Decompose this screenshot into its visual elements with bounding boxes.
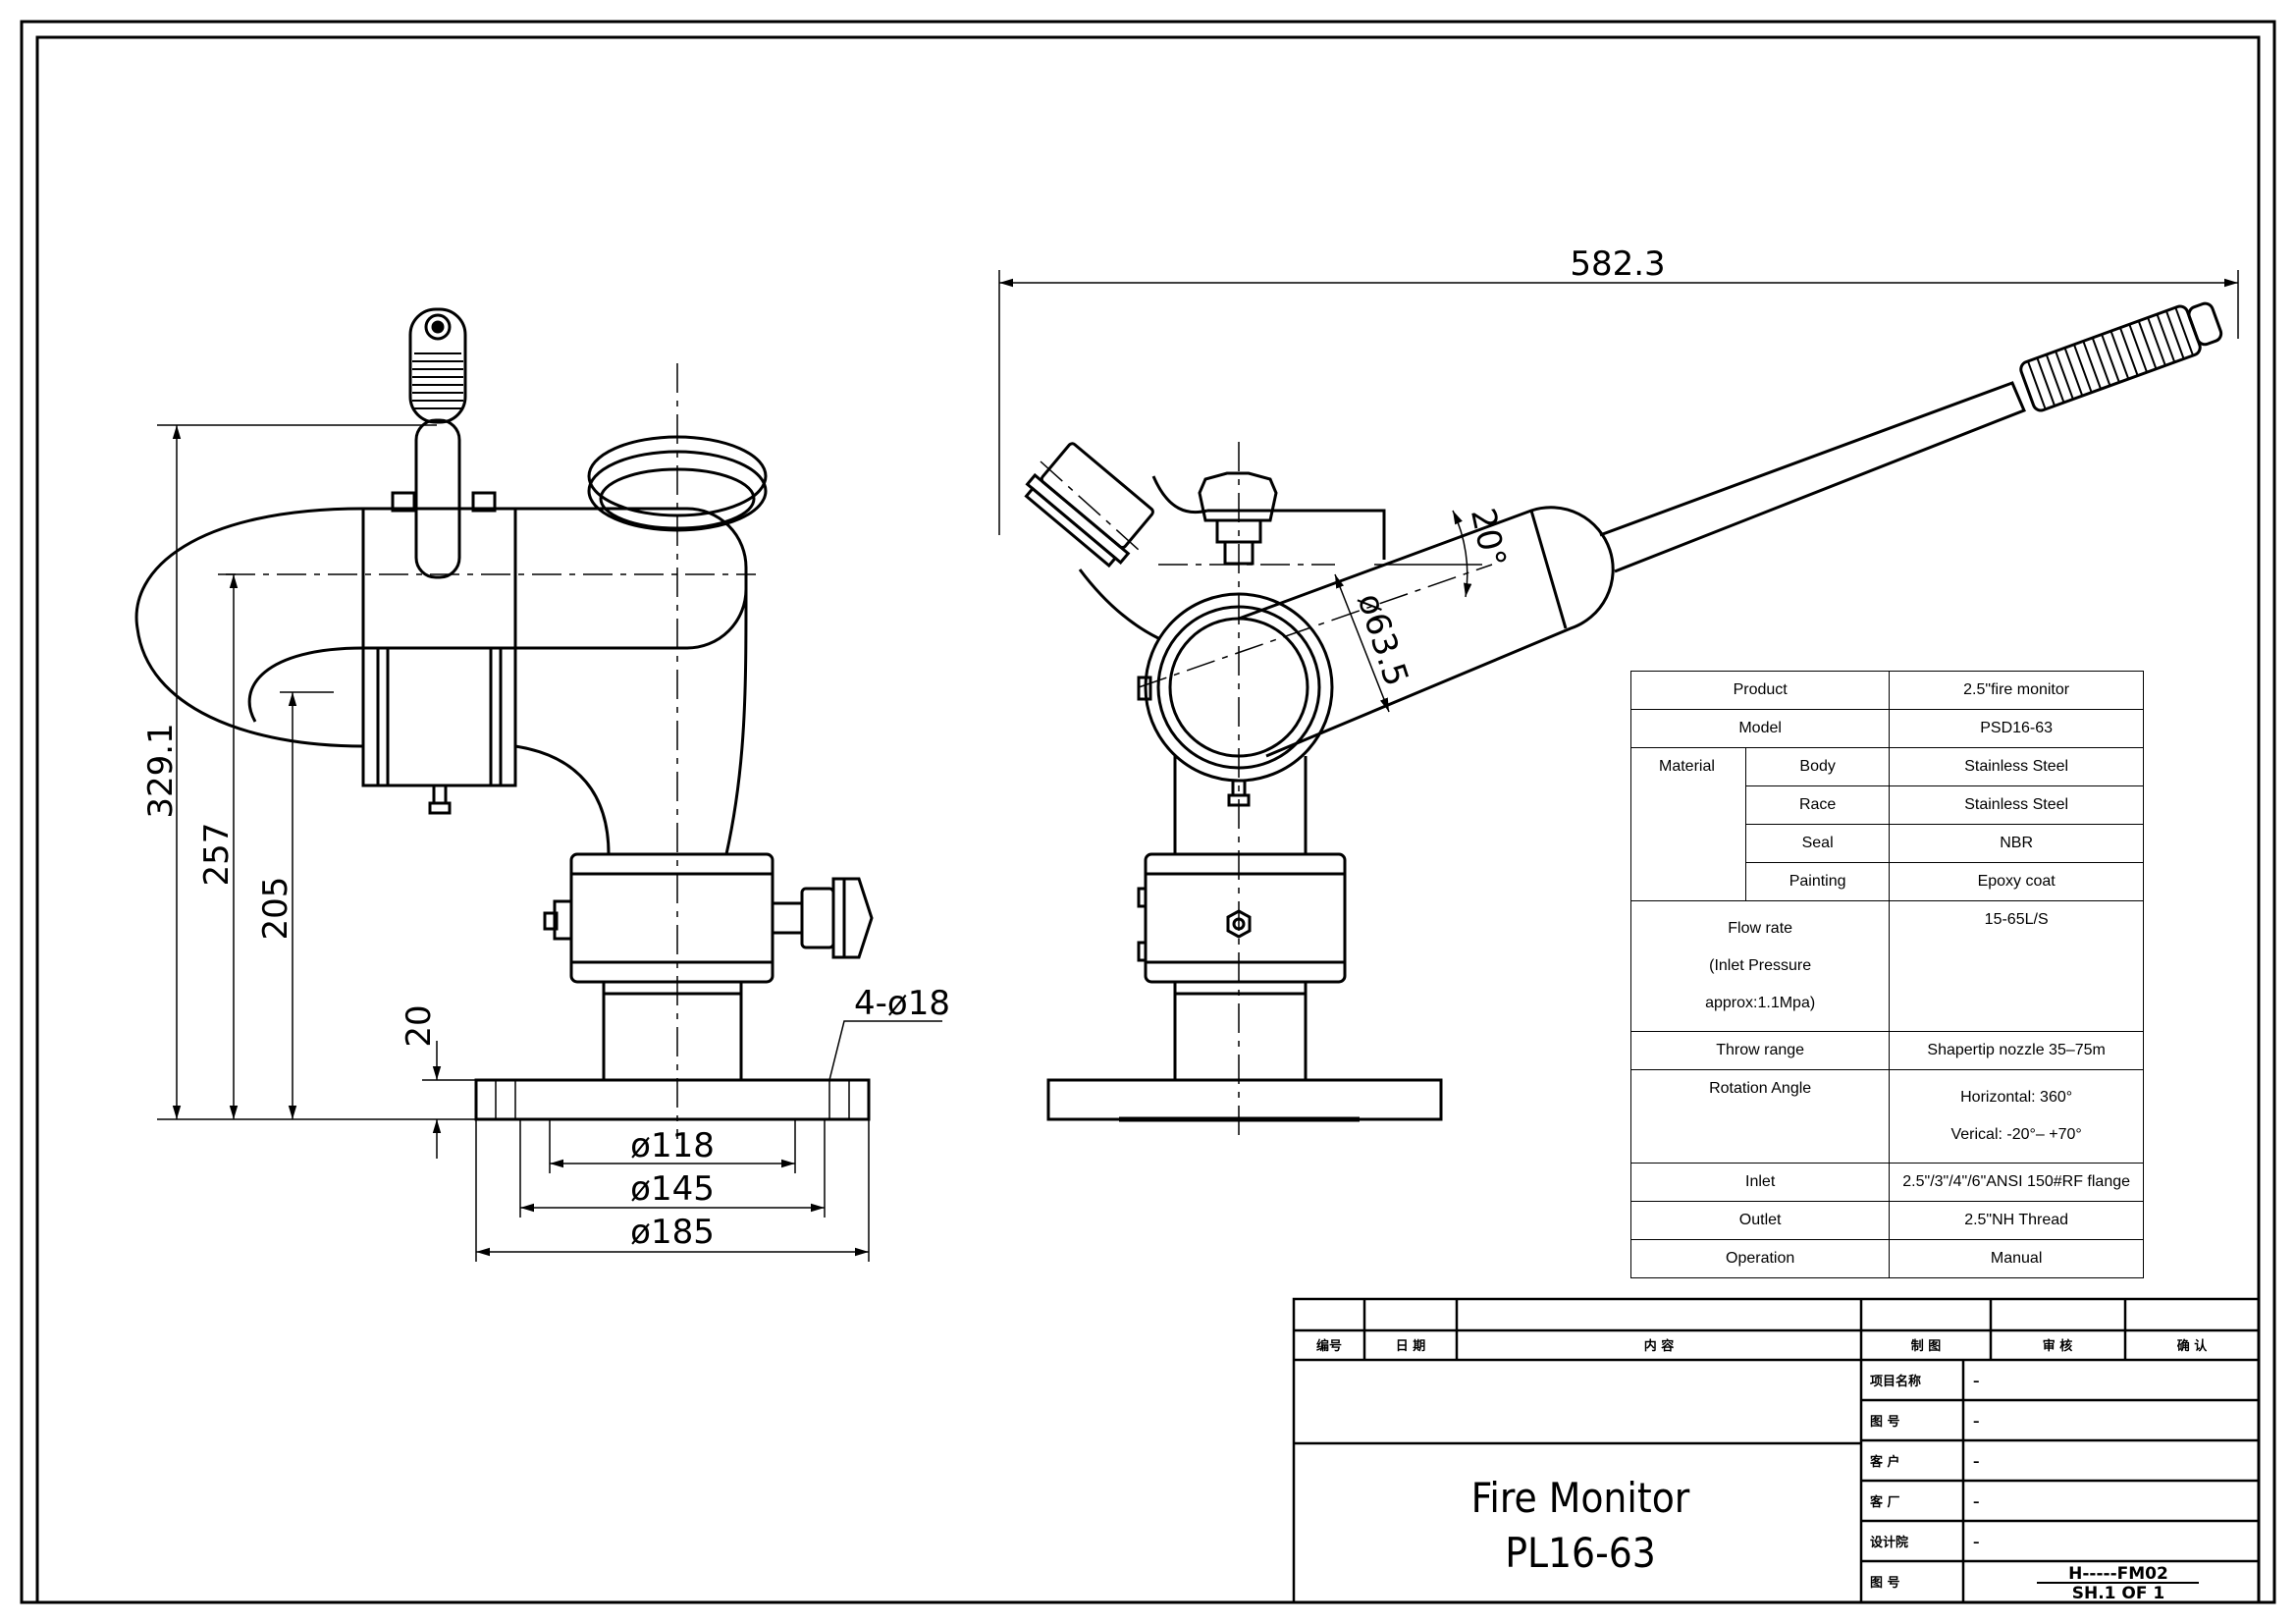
spec-label-product: Product xyxy=(1629,671,1891,710)
tb-header-drawn: 制 图 xyxy=(1911,1338,1942,1354)
front-view-dimensions xyxy=(157,424,942,1262)
spec-label-painting: Painting xyxy=(1744,862,1891,901)
spec-value-rotation: Horizontal: 360° Verical: -20°– +70° xyxy=(1889,1069,2144,1164)
side-view xyxy=(1024,301,2223,1139)
spec-value-flow-rate: 15-65L/S xyxy=(1889,900,2144,1032)
spec-label-material: Material xyxy=(1630,747,1746,901)
tb-header-number: 编号 xyxy=(1316,1338,1342,1354)
dim-20: 20 xyxy=(400,1004,439,1047)
tb-field-label: 客 厂 xyxy=(1870,1494,1900,1510)
table-row: Outlet 2.5"NH Thread xyxy=(1629,1201,2144,1240)
spec-label-race: Race xyxy=(1744,785,1891,825)
spec-value-inlet: 2.5"/3"/4"/6"ANSI 150#RF flange xyxy=(1889,1163,2144,1202)
dim-overall-length: 582.3 xyxy=(1570,244,1665,284)
flow-rate-line3: approx:1.1Mpa) xyxy=(1705,995,1816,1011)
tb-field-label: 设计院 xyxy=(1870,1535,1908,1550)
table-row: Flow rate (Inlet Pressure approx:1.1Mpa)… xyxy=(1629,900,2144,1032)
spec-label-model: Model xyxy=(1629,709,1891,748)
side-view-dimensions xyxy=(998,270,2239,713)
flow-rate-line1: Flow rate xyxy=(1728,920,1793,937)
spec-label-flow-rate: Flow rate (Inlet Pressure approx:1.1Mpa) xyxy=(1629,900,1891,1032)
rotation-horizontal: Horizontal: 360° xyxy=(1960,1089,2073,1106)
dim-329-1: 329.1 xyxy=(141,723,181,818)
sheet-number: SH.1 OF 1 xyxy=(2072,1584,2165,1603)
dim-dia-185: ø185 xyxy=(630,1213,715,1252)
table-row: Operation Manual xyxy=(1629,1239,2144,1278)
spec-label-rotation: Rotation Angle xyxy=(1629,1069,1891,1164)
spec-value-body: Stainless Steel xyxy=(1889,747,2144,786)
spec-value-product: 2.5"fire monitor xyxy=(1889,671,2144,710)
table-row: Rotation Angle Horizontal: 360° Verical:… xyxy=(1629,1069,2144,1164)
dim-nozzle-angle: 20° xyxy=(1463,505,1514,570)
spec-value-seal: NBR xyxy=(1889,824,2144,863)
tb-field-value: – xyxy=(1973,1375,1980,1389)
table-row: Model PSD16-63 xyxy=(1629,709,2144,748)
dim-nozzle-diameter: ø63.5 xyxy=(1350,589,1416,691)
drawing-model: PL16-63 xyxy=(1505,1529,1656,1577)
drawing-title: Fire Monitor xyxy=(1471,1474,1690,1522)
spec-label-throw-range: Throw range xyxy=(1629,1031,1891,1070)
inner-border xyxy=(35,35,2261,1604)
tb-field-value: – xyxy=(1973,1536,1980,1550)
tb-field-label: 图 号 xyxy=(1870,1415,1900,1430)
tb-field-label: 图 号 xyxy=(1870,1576,1900,1591)
table-row: Throw range Shapertip nozzle 35–75m xyxy=(1629,1031,2144,1070)
tb-field-value: – xyxy=(1973,1415,1980,1430)
tb-field-label: 客 户 xyxy=(1870,1454,1900,1470)
table-row: Painting Epoxy coat xyxy=(1631,862,2144,901)
rotation-vertical: Verical: -20°– +70° xyxy=(1950,1126,2082,1143)
handle-grip xyxy=(408,307,467,424)
tb-header-review: 审 核 xyxy=(2043,1338,2073,1354)
spec-label-inlet: Inlet xyxy=(1629,1163,1891,1202)
spec-label-body: Body xyxy=(1744,747,1891,786)
spec-value-model: PSD16-63 xyxy=(1889,709,2144,748)
dim-205: 205 xyxy=(256,877,295,941)
table-row: Inlet 2.5"/3"/4"/6"ANSI 150#RF flange xyxy=(1629,1163,2144,1202)
tb-header-confirm: 确 认 xyxy=(2177,1338,2209,1354)
dim-257: 257 xyxy=(197,823,237,887)
table-row: Race Stainless Steel xyxy=(1631,785,2144,825)
tb-header-date: 日 期 xyxy=(1396,1339,1426,1354)
spec-table: Product 2.5"fire monitor Model PSD16-63 … xyxy=(1629,671,2144,1278)
spec-value-painting: Epoxy coat xyxy=(1889,862,2144,901)
front-view xyxy=(134,307,874,1139)
flow-rate-line2: (Inlet Pressure xyxy=(1709,957,1812,974)
spec-value-operation: Manual xyxy=(1889,1239,2144,1278)
dim-bolt-holes: 4-ø18 xyxy=(854,984,950,1023)
tb-field-label: 项目名称 xyxy=(1870,1374,1921,1389)
spec-value-race: Stainless Steel xyxy=(1889,785,2144,825)
tb-field-value: – xyxy=(1973,1495,1980,1510)
tb-header-content: 内 容 xyxy=(1644,1338,1675,1354)
dim-dia-145: ø145 xyxy=(630,1169,715,1209)
table-row: Material Body Stainless Steel xyxy=(1630,747,2144,901)
spec-value-outlet: 2.5"NH Thread xyxy=(1889,1201,2144,1240)
tb-field-value: – xyxy=(1973,1455,1980,1470)
table-row: Seal NBR xyxy=(1631,824,2144,863)
title-block xyxy=(1292,1297,2261,1604)
spec-value-throw-range: Shapertip nozzle 35–75m xyxy=(1889,1031,2144,1070)
table-row: Product 2.5"fire monitor xyxy=(1629,671,2144,710)
spec-label-outlet: Outlet xyxy=(1629,1201,1891,1240)
drawing-number: H-----FM02 xyxy=(2068,1564,2168,1584)
spec-label-seal: Seal xyxy=(1744,824,1891,863)
spec-label-operation: Operation xyxy=(1629,1239,1891,1278)
dim-dia-118: ø118 xyxy=(630,1126,715,1165)
